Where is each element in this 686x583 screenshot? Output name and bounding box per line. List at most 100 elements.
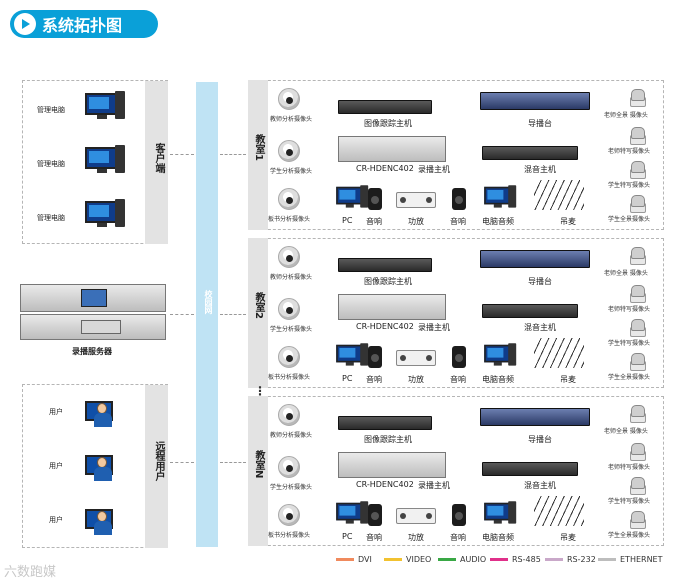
- ptz-student-full-label: 学生全景摄像头: [608, 216, 651, 223]
- legend-label: RS-232: [567, 555, 596, 564]
- mgmt-pc-icon: [85, 199, 127, 229]
- ptz-camera-icon: [628, 404, 646, 423]
- recording-server: 录播服务器: [20, 284, 166, 356]
- link-net-room1: [220, 154, 246, 155]
- legend-label: AUDIO: [460, 555, 487, 564]
- tracking-host-label: 图像跟踪主机: [364, 119, 412, 128]
- campus-network-bar: [196, 82, 218, 547]
- ptz-camera-icon: [628, 246, 646, 265]
- hanging-mic-label: 吊麦: [560, 217, 576, 226]
- ptz-camera-icon: [628, 510, 646, 529]
- ptz-student-close-label: 学生特写摄像头: [608, 498, 651, 505]
- cam-teacher-label: 教师分析摄像头: [270, 116, 313, 123]
- amplifier-label: 功放: [408, 533, 424, 542]
- ptz-student-full-label: 学生全景摄像头: [608, 532, 651, 539]
- speaker-label: 音响: [450, 217, 466, 226]
- speaker-label: 音响: [366, 533, 382, 542]
- speaker-icon: [452, 188, 466, 210]
- ptz-teacher-full-label: 老师全景 摄像头: [604, 112, 648, 119]
- speaker-icon: [368, 188, 382, 210]
- ptz-camera-icon: [628, 160, 646, 179]
- pc-audio-label: 电脑音频: [482, 375, 514, 384]
- teacher-analysis-camera-icon: [278, 404, 300, 426]
- recorder-label: 录播主机: [418, 481, 450, 490]
- pc-audio-icon: [484, 343, 518, 367]
- client-block-label: 客户端: [153, 143, 164, 173]
- amplifier-label: 功放: [408, 375, 424, 384]
- recorder-model: CR-HDENC402: [356, 480, 414, 489]
- recorder-label: 录播主机: [418, 323, 450, 332]
- amplifier-icon: [396, 508, 436, 524]
- tracking-host-device: [338, 258, 432, 272]
- speaker-label: 音响: [450, 533, 466, 542]
- pc-audio-icon: [484, 185, 518, 209]
- board-analysis-camera-icon: [278, 346, 300, 368]
- mgmt-pc-icon: [85, 145, 127, 175]
- tracking-host-device: [338, 416, 432, 430]
- remote-users-block: 远程用户 用户 用户 用户: [22, 384, 168, 548]
- recorder-device: [338, 452, 446, 478]
- cam-teacher-label: 教师分析摄像头: [270, 274, 313, 281]
- server-screen: [81, 289, 107, 307]
- recorder-model: CR-HDENC402: [356, 322, 414, 331]
- ptz-teacher-full-label: 老师全景 摄像头: [604, 270, 648, 277]
- mixer-label: 混音主机: [524, 165, 556, 174]
- ptz-camera-icon: [628, 126, 646, 145]
- hanging-mic-label: 吊麦: [560, 375, 576, 384]
- hanging-mic-icon: [534, 180, 584, 210]
- user-label: 用户: [49, 408, 63, 416]
- link-remote-net: [170, 462, 194, 463]
- speaker-label: 音响: [450, 375, 466, 384]
- tracking-host-label: 图像跟踪主机: [364, 277, 412, 286]
- mgmt-pc-label: 管理电脑: [37, 214, 65, 222]
- amplifier-icon: [396, 350, 436, 366]
- recorder-device: [338, 294, 446, 320]
- recorder-label: 录播主机: [418, 165, 450, 174]
- mixer-label: 混音主机: [524, 323, 556, 332]
- user-icon: [85, 451, 113, 481]
- classroom-2: 教室2 教师分析摄像头 学生分析摄像头 板书分析摄像头 图像跟踪主机 CR-HD…: [248, 238, 664, 388]
- classroom-1: 教室1 教师分析摄像头 学生分析摄像头 板书分析摄像头 图像跟踪主机 CR-HD…: [248, 80, 664, 230]
- ptz-teacher-close-label: 老师特写摄像头: [608, 306, 651, 313]
- speaker-icon: [368, 346, 382, 368]
- legend-rs485: RS-485: [490, 555, 541, 564]
- remote-block-label: 远程用户: [153, 441, 164, 481]
- cam-board-label: 板书分析摄像头: [268, 374, 311, 381]
- legend-rs232: RS-232: [545, 555, 596, 564]
- ptz-teacher-full-label: 老师全景 摄像头: [604, 428, 648, 435]
- mgmt-pc-label: 管理电脑: [37, 160, 65, 168]
- link-net-room2: [220, 314, 246, 315]
- section-banner: 系统拓扑图: [10, 10, 158, 38]
- board-analysis-camera-icon: [278, 188, 300, 210]
- ptz-camera-icon: [628, 318, 646, 337]
- teacher-analysis-camera-icon: [278, 246, 300, 268]
- client-block: 客户端 管理电脑 管理电脑 管理电脑: [22, 80, 168, 244]
- pc-audio-icon: [484, 501, 518, 525]
- pc-icon: [336, 501, 370, 525]
- ptz-teacher-close-label: 老师特写摄像头: [608, 464, 651, 471]
- speaker-icon: [452, 346, 466, 368]
- ptz-student-close-label: 学生特写摄像头: [608, 340, 651, 347]
- director-device: [480, 92, 590, 110]
- legend-label: ETHERNET: [620, 555, 663, 564]
- legend-swatch: [598, 558, 616, 561]
- legend-swatch: [545, 558, 563, 561]
- director-label: 导播台: [528, 435, 552, 444]
- legend-swatch: [336, 558, 354, 561]
- pc-audio-label: 电脑音频: [482, 533, 514, 542]
- director-device: [480, 250, 590, 268]
- user-label: 用户: [49, 462, 63, 470]
- speaker-label: 音响: [366, 375, 382, 384]
- cam-student-label: 学生分析摄像头: [270, 484, 313, 491]
- mixer-device: [482, 146, 578, 160]
- speaker-label: 音响: [366, 217, 382, 226]
- pc-icon: [336, 185, 370, 209]
- remote-block-sidebar: [145, 385, 168, 548]
- server-label: 录播服务器: [72, 347, 112, 356]
- legend-label: RS-485: [512, 555, 541, 564]
- ptz-camera-icon: [628, 194, 646, 213]
- hanging-mic-icon: [534, 496, 584, 526]
- server-unit-bottom: [20, 314, 166, 340]
- mixer-device: [482, 462, 578, 476]
- tracking-host-device: [338, 100, 432, 114]
